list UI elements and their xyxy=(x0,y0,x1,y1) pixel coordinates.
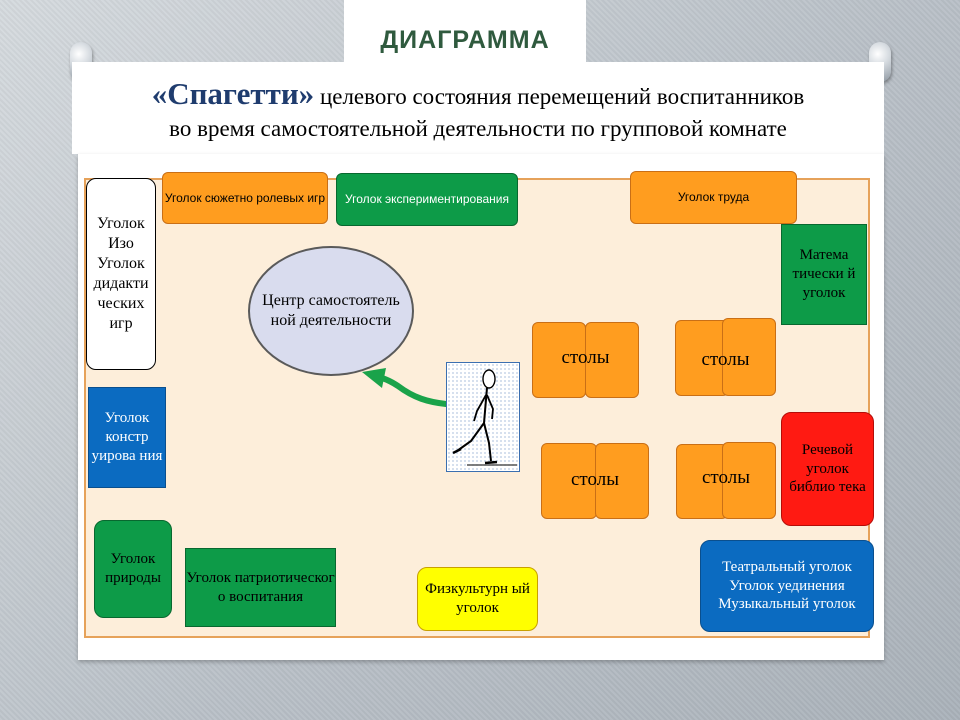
zone-speech-library: Речевой уголок библио тека xyxy=(781,412,874,526)
header-line-2: во время самостоятельной деятельности по… xyxy=(169,116,787,141)
table-piece xyxy=(595,443,649,519)
zone-labor: Уголок труда xyxy=(630,171,797,224)
walking-child-picture xyxy=(446,362,520,472)
table-piece xyxy=(722,442,776,519)
tables-label-1: столы xyxy=(561,347,610,369)
zone-theatre-music: Театральный уголок Уголок уединения Музы… xyxy=(700,540,874,632)
slide-header: «Спагетти» целевого состояния перемещени… xyxy=(72,62,884,154)
zone-nature: Уголок природы xyxy=(94,520,172,618)
tables-label-3: столы xyxy=(571,469,619,491)
header-title-bold: «Спагетти» xyxy=(151,76,315,111)
table-piece xyxy=(722,318,776,396)
table-piece xyxy=(541,443,597,519)
table-piece xyxy=(676,444,728,519)
header-title-rest: целевого состояния перемещений воспитанн… xyxy=(314,84,805,109)
zone-patriotic: Уголок патриотическог о воспитания xyxy=(185,548,336,627)
walking-person-icon xyxy=(452,369,517,466)
header-line-1: «Спагетти» целевого состояния перемещени… xyxy=(72,76,884,112)
title-tab: ДИАГРАММА xyxy=(344,0,586,62)
zone-math: Матема тически й уголок xyxy=(781,224,867,325)
table-piece xyxy=(585,322,639,398)
movement-arrow-icon xyxy=(362,368,449,407)
tables-label-2: столы xyxy=(701,349,750,371)
center-self-activity: Центр самостоятель ной деятельности xyxy=(248,246,414,376)
tables-label-4: столы xyxy=(702,467,750,489)
zone-construct: Уголок констр уирова ния xyxy=(88,387,166,488)
zone-experiment: Уголок экспериментирования xyxy=(336,173,518,226)
zone-izo-didactic: Уголок Изо Уголок дидакти ческих игр xyxy=(86,178,156,370)
zone-role-games: Уголок сюжетно ролевых игр xyxy=(162,172,328,224)
zone-sport: Физкультурн ый уголок xyxy=(417,567,538,631)
title-tab-text: ДИАГРАММА xyxy=(380,26,550,54)
